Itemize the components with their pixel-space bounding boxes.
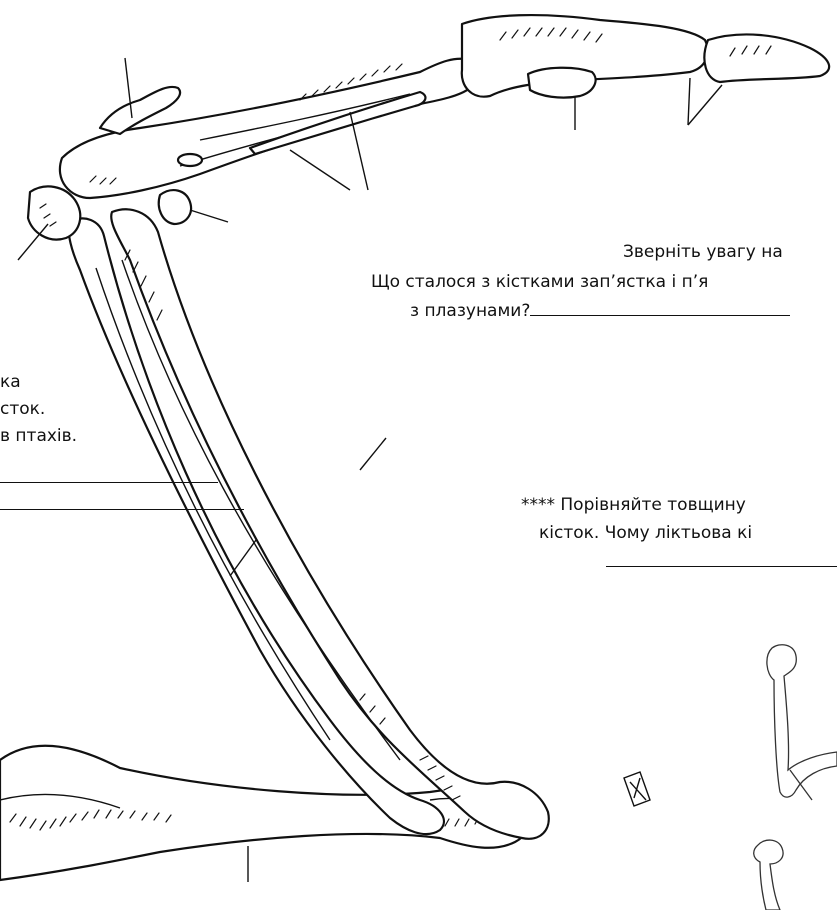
answer-blank [530, 299, 790, 316]
note-left-line3: в птахів. [0, 425, 77, 447]
answer-blank [0, 509, 244, 510]
note-right-mid-line2: кісток. Чому ліктьова кі [539, 522, 752, 544]
answer-blank [606, 566, 837, 567]
humerus-bone [0, 746, 534, 880]
note-right-top-line2: Що сталося з кістками зап’ястка і п’я [371, 271, 708, 293]
note-right-mid-line1: **** Порівняйте товщину [521, 494, 746, 516]
answer-blank [0, 482, 218, 483]
wing-sketch-illustration [754, 645, 837, 910]
note-right-top-line3-row: з плазунами? [410, 299, 790, 322]
note-left-line1: ка [0, 371, 21, 393]
note-right-top-line3: з плазунами? [410, 301, 530, 321]
note-left-line2: сток. [0, 398, 45, 420]
digit-bones [462, 15, 829, 98]
x-box-icon [624, 772, 650, 806]
note-right-top-line1: Зверніть увагу на [623, 241, 783, 263]
